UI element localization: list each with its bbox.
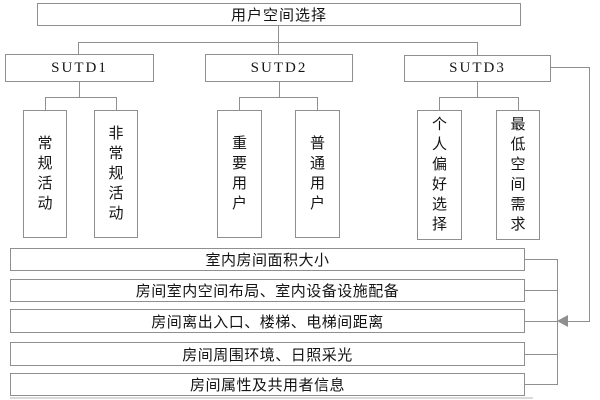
connector-sutd2-stem <box>279 82 280 97</box>
sutd1-label: SUTD1 <box>51 59 108 76</box>
connector-outer-vertical <box>589 67 590 322</box>
sutd2-label: SUTD2 <box>250 59 308 76</box>
left-arrow-icon <box>557 315 568 327</box>
leaf-minimum-space-box: 最低空间需求 <box>496 110 540 240</box>
connector-bar4-stub <box>525 354 557 355</box>
sutd3-box: SUTD3 <box>404 55 551 82</box>
connector-sutd3-out <box>551 67 589 68</box>
leaf-irregular-activities-label: 非常规活动 <box>108 126 124 222</box>
leaf-ordinary-users-label: 普通用户 <box>309 136 325 212</box>
criteria-bar-environment-sunlight: 房间周围环境、日照采光 <box>10 342 525 366</box>
connector-sutd1-stem <box>79 82 80 97</box>
connector-bar3-stub <box>525 321 557 322</box>
connector-sutd3-drop-left <box>439 97 440 110</box>
criteria-bar-layout-equipment-label: 房间室内空间布局、室内设备设施配备 <box>135 284 400 300</box>
connector-drop-sutd3 <box>477 42 478 55</box>
connector-bar2-stub <box>525 290 557 291</box>
leaf-ordinary-users-box: 普通用户 <box>295 110 340 238</box>
sutd1-box: SUTD1 <box>5 54 154 82</box>
connector-sutd2-rail <box>239 97 318 98</box>
root-box-label: 用户空间选择 <box>230 8 327 24</box>
leaf-minimum-space-label: 最低空间需求 <box>510 117 526 233</box>
criteria-bar-attributes-cousers-label: 房间属性及共用者信息 <box>189 378 345 394</box>
sutd2-box: SUTD2 <box>205 54 353 82</box>
criteria-bar-layout-equipment: 房间室内空间布局、室内设备设施配备 <box>10 279 525 302</box>
connector-bar5-stub <box>525 384 557 385</box>
connector-sutd1-drop-left <box>45 97 46 110</box>
leaf-important-users-label: 重要用户 <box>231 136 247 212</box>
sutd3-label: SUTD3 <box>449 60 506 76</box>
connector-sutd2-drop-left <box>239 97 240 110</box>
connector-sutd3-stem <box>477 82 478 97</box>
leaf-irregular-activities-box: 非常规活动 <box>94 110 138 238</box>
connector-sutd3-rail <box>439 97 519 98</box>
connector-sutd3-drop-right <box>518 97 519 110</box>
criteria-bar-environment-sunlight-label: 房间周围环境、日照采光 <box>182 347 353 364</box>
connector-sutd1-drop-right <box>116 97 117 110</box>
connector-arrow-shaft <box>566 321 590 322</box>
root-box-user-space-selection: 用户空间选择 <box>37 3 521 26</box>
criteria-bar-attributes-cousers: 房间属性及共用者信息 <box>10 373 525 396</box>
leaf-personal-preference-box: 个人偏好选择 <box>417 110 462 240</box>
connector-bar1-stub <box>525 259 557 260</box>
criteria-bar-room-area-label: 室内房间面积大小 <box>205 253 330 269</box>
connector-root-drop <box>278 26 279 42</box>
bottom-edge-artifact <box>10 397 533 399</box>
leaf-regular-activities-box: 常规活动 <box>23 110 67 238</box>
connector-sutd2-drop-right <box>317 97 318 110</box>
connector-drop-sutd1 <box>78 42 79 54</box>
criteria-bar-distance-label: 房间离出入口、楼梯、电梯间距离 <box>151 314 384 331</box>
leaf-regular-activities-label: 常规活动 <box>37 136 53 212</box>
leaf-important-users-box: 重要用户 <box>217 110 262 238</box>
leaf-personal-preference-label: 个人偏好选择 <box>431 117 447 233</box>
criteria-bar-room-area: 室内房间面积大小 <box>10 248 525 271</box>
connector-drop-sutd2 <box>278 42 279 54</box>
connector-sutd1-rail <box>45 97 117 98</box>
criteria-bar-distance: 房间离出入口、楼梯、电梯间距离 <box>10 309 525 333</box>
